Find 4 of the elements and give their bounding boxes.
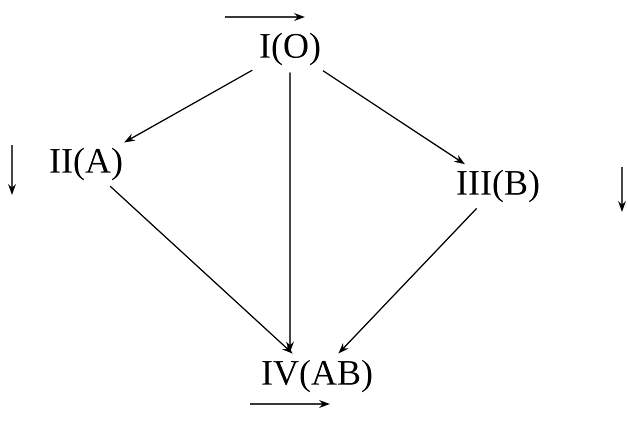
node-label: IV(AB) xyxy=(262,360,372,392)
node-label: II(A) xyxy=(50,148,122,180)
node-label: I(O) xyxy=(260,32,320,66)
node-label: III(B) xyxy=(457,170,538,202)
